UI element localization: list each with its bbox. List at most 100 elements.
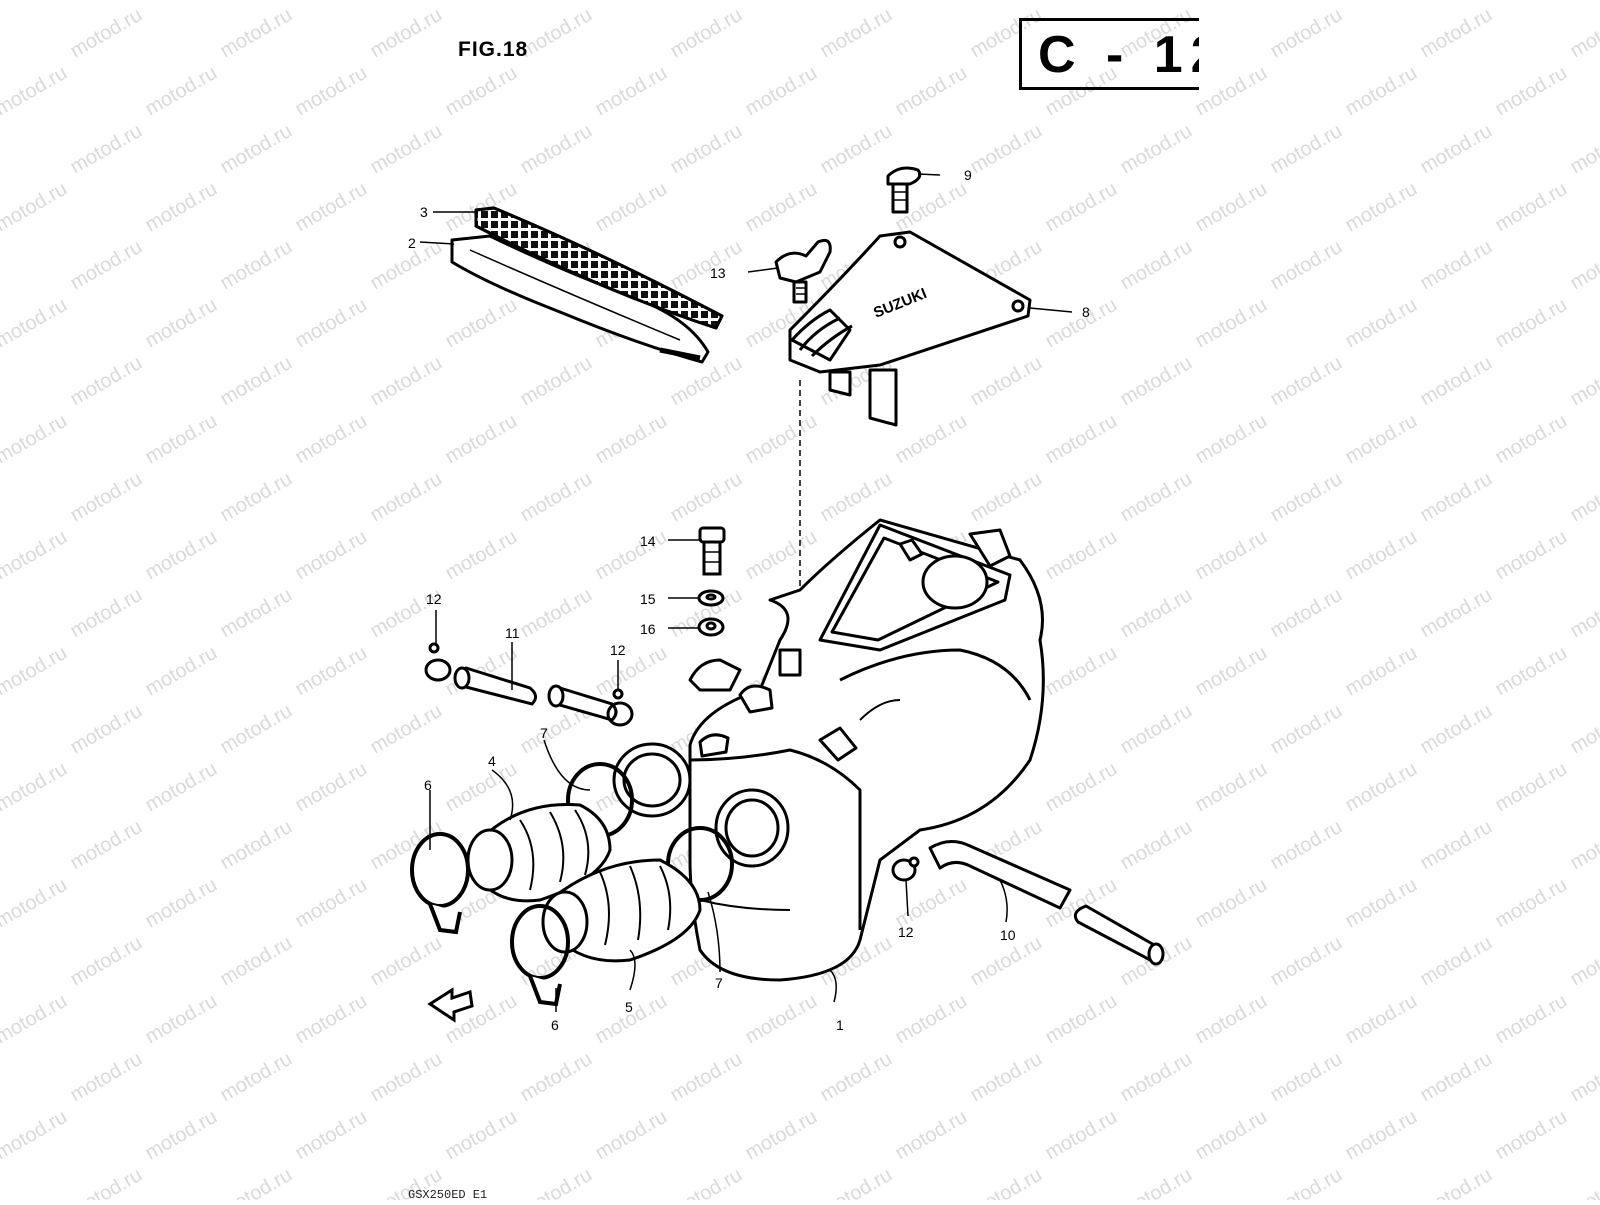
watermark-text: motod.ru — [1192, 1106, 1271, 1165]
watermark-text: motod.ru — [892, 410, 971, 469]
watermark-text: motod.ru — [1117, 584, 1196, 643]
watermark-text: motod.ru — [367, 932, 446, 991]
watermark-text: motod.ru — [1042, 526, 1121, 585]
watermark-text: motod.ru — [142, 0, 221, 4]
watermark-text: motod.ru — [517, 4, 596, 63]
watermark-text: motod.ru — [1417, 120, 1496, 179]
watermark-text: motod.ru — [0, 62, 71, 121]
watermark-text: motod.ru — [892, 1106, 971, 1165]
watermark-text: motod.ru — [1417, 1164, 1496, 1200]
watermark-text: motod.ru — [1042, 1106, 1121, 1165]
watermark-text: motod.ru — [742, 178, 821, 237]
watermark-text: motod.ru — [592, 178, 671, 237]
watermark-text: motod.ru — [142, 758, 221, 817]
watermark-text: motod.ru — [1267, 584, 1346, 643]
watermark-text: motod.ru — [517, 352, 596, 411]
watermark-text: motod.ru — [217, 816, 296, 875]
watermark-text: motod.ru — [1567, 352, 1600, 411]
watermark-text: motod.ru — [367, 816, 446, 875]
watermark-text: motod.ru — [1342, 758, 1421, 817]
callout-4: 4 — [488, 753, 496, 769]
watermark-text: motod.ru — [1567, 468, 1600, 527]
section-code: C - 12 — [1038, 25, 1199, 85]
watermark-text: motod.ru — [67, 700, 146, 759]
callout-8: 8 — [1082, 304, 1090, 320]
watermark-text: motod.ru — [1492, 1106, 1571, 1165]
watermark-text: motod.ru — [1492, 990, 1571, 1049]
watermark-text: motod.ru — [1042, 294, 1121, 353]
watermark-text: motod.ru — [1042, 642, 1121, 701]
watermark-text: motod.ru — [292, 526, 371, 585]
watermark-text: motod.ru — [1342, 178, 1421, 237]
callout-12a: 12 — [426, 591, 442, 607]
watermark-text: motod.ru — [1267, 932, 1346, 991]
watermark-text: motod.ru — [1492, 410, 1571, 469]
watermark-text: motod.ru — [67, 352, 146, 411]
watermark-text: motod.ru — [1267, 1048, 1346, 1107]
watermark-text: motod.ru — [442, 0, 521, 4]
watermark-text: motod.ru — [142, 410, 221, 469]
watermark-text: motod.ru — [517, 1048, 596, 1107]
watermark-text: motod.ru — [367, 468, 446, 527]
watermark-text: motod.ru — [442, 62, 521, 121]
watermark-text: motod.ru — [1342, 990, 1421, 1049]
watermark-text: motod.ru — [1042, 178, 1121, 237]
watermark-text: motod.ru — [967, 1164, 1046, 1200]
watermark-text: motod.ru — [142, 1106, 221, 1165]
watermark-text: motod.ru — [1417, 700, 1496, 759]
watermark-text: motod.ru — [1267, 120, 1346, 179]
watermark-text: motod.ru — [292, 294, 371, 353]
watermark-text: motod.ru — [1492, 0, 1571, 4]
callout-5: 5 — [625, 999, 633, 1015]
part-16-washer — [699, 619, 723, 635]
watermark-text: motod.ru — [1042, 410, 1121, 469]
watermark-text: motod.ru — [142, 526, 221, 585]
watermark-text: motod.ru — [967, 1048, 1046, 1107]
watermark-text: motod.ru — [1267, 236, 1346, 295]
watermark-text: motod.ru — [217, 468, 296, 527]
watermark-text: motod.ru — [0, 874, 71, 933]
watermark-text: motod.ru — [0, 758, 71, 817]
watermark-text: motod.ru — [1267, 352, 1346, 411]
watermark-text: motod.ru — [442, 410, 521, 469]
watermark-text: motod.ru — [1267, 700, 1346, 759]
watermark-text: motod.ru — [1117, 120, 1196, 179]
callout-7a: 7 — [540, 725, 548, 741]
watermark-text: motod.ru — [0, 990, 71, 1049]
watermark-text: motod.ru — [592, 0, 671, 4]
watermark-text: motod.ru — [292, 410, 371, 469]
watermark-text: motod.ru — [367, 1048, 446, 1107]
watermark-text: motod.ru — [1342, 874, 1421, 933]
watermark-text: motod.ru — [142, 62, 221, 121]
watermark-text: motod.ru — [1117, 1164, 1196, 1200]
watermark-text: motod.ru — [517, 584, 596, 643]
callout-11: 11 — [505, 625, 520, 641]
watermark-text: motod.ru — [742, 62, 821, 121]
watermark-text: motod.ru — [1267, 1164, 1346, 1200]
watermark-text: motod.ru — [517, 120, 596, 179]
callout-12c: 12 — [898, 924, 914, 940]
section-code-box: C - 12 — [1019, 18, 1199, 90]
part-14-bolt — [700, 528, 724, 574]
watermark-text: motod.ru — [67, 1164, 146, 1200]
watermark-text: motod.ru — [67, 1048, 146, 1107]
watermark-text: motod.ru — [1342, 410, 1421, 469]
callout-6a: 6 — [424, 777, 432, 793]
watermark-text: motod.ru — [442, 294, 521, 353]
watermark-text: motod.ru — [1192, 294, 1271, 353]
watermark-text: motod.ru — [967, 352, 1046, 411]
watermark-text: motod.ru — [1417, 932, 1496, 991]
watermark-text: motod.ru — [967, 120, 1046, 179]
watermark-text: motod.ru — [1267, 816, 1346, 875]
watermark-text: motod.ru — [1567, 120, 1600, 179]
watermark-text: motod.ru — [817, 4, 896, 63]
watermark-text: motod.ru — [0, 178, 71, 237]
watermark-text: motod.ru — [367, 236, 446, 295]
watermark-text: motod.ru — [817, 120, 896, 179]
watermark-text: motod.ru — [292, 990, 371, 1049]
watermark-text: motod.ru — [217, 4, 296, 63]
watermark-text: motod.ru — [667, 4, 746, 63]
watermark-text: motod.ru — [367, 352, 446, 411]
watermark-text: motod.ru — [142, 874, 221, 933]
watermark-text: motod.ru — [1342, 0, 1421, 4]
